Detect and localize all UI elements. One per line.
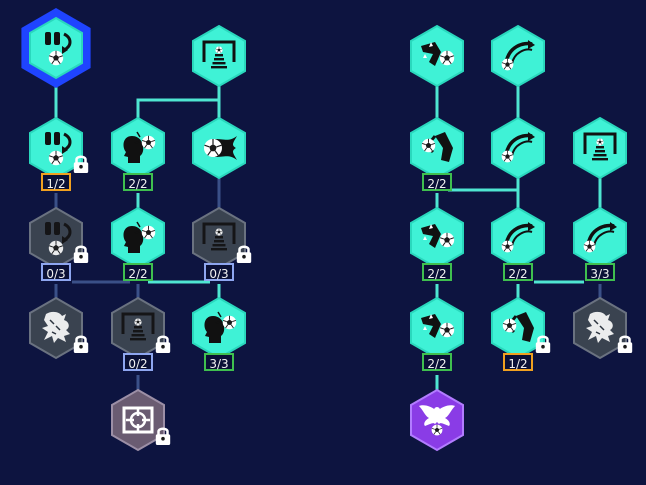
progress-badge: 2/2 xyxy=(422,173,452,191)
skill-node-r-curve-4[interactable] xyxy=(573,206,627,270)
skill-node-r-kick-top[interactable] xyxy=(410,24,464,88)
node-hexagon xyxy=(491,116,545,180)
progress-badge: 0/2 xyxy=(123,353,153,371)
skill-node-l-dribble-top[interactable] xyxy=(21,8,91,88)
progress-badge: 0/3 xyxy=(204,263,234,281)
skill-node-r-goal-1[interactable] xyxy=(573,116,627,180)
skill-node-r-lion[interactable] xyxy=(573,296,634,360)
skill-node-l-header-3[interactable] xyxy=(192,296,246,360)
skill-node-r-curve-3[interactable] xyxy=(491,206,545,270)
skill-node-l-target[interactable] xyxy=(111,388,172,452)
skill-node-l-fireball[interactable] xyxy=(192,116,246,180)
link xyxy=(136,98,219,120)
skill-node-r-curve-2[interactable] xyxy=(491,116,545,180)
skill-node-r-kick-2[interactable] xyxy=(410,206,464,270)
node-hexagon xyxy=(573,206,627,270)
skill-node-l-dribble-3[interactable] xyxy=(29,206,90,270)
progress-badge: 2/2 xyxy=(123,173,153,191)
progress-badge: 3/3 xyxy=(585,263,615,281)
progress-badge: 1/2 xyxy=(503,353,533,371)
skill-node-r-curve-top[interactable] xyxy=(491,24,545,88)
skill-node-l-header-2[interactable] xyxy=(111,206,165,270)
skill-node-l-lion[interactable] xyxy=(29,296,90,360)
progress-badge: 3/3 xyxy=(204,353,234,371)
skill-node-r-tackle-2[interactable] xyxy=(491,296,552,360)
progress-badge: 2/2 xyxy=(123,263,153,281)
skill-node-l-header-1[interactable] xyxy=(111,116,165,180)
skill-node-r-tackle-1[interactable] xyxy=(410,116,464,180)
link xyxy=(448,175,520,192)
node-hexagon xyxy=(410,116,464,180)
progress-badge: 2/2 xyxy=(422,263,452,281)
progress-badge: 2/2 xyxy=(503,263,533,281)
node-hexagon xyxy=(29,16,83,80)
skill-nodes xyxy=(21,8,634,452)
progress-badge: 2/2 xyxy=(422,353,452,371)
skill-node-l-goal-top[interactable] xyxy=(192,24,246,88)
progress-badge: 0/3 xyxy=(41,263,71,281)
skill-node-l-dribble-2[interactable] xyxy=(29,116,90,180)
node-hexagon xyxy=(491,24,545,88)
progress-badge: 1/2 xyxy=(41,173,71,191)
skill-node-r-kick-3[interactable] xyxy=(410,296,464,360)
skill-node-l-goal-2[interactable] xyxy=(192,206,253,270)
skill-node-l-goal-3[interactable] xyxy=(111,296,172,360)
skill-node-r-eagle[interactable] xyxy=(410,388,464,452)
node-hexagon xyxy=(491,206,545,270)
node-hexagon xyxy=(111,388,165,452)
